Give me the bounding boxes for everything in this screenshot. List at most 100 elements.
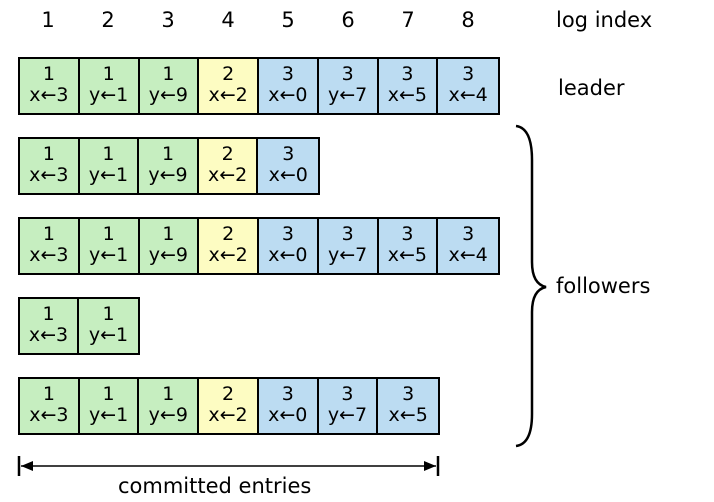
- log-index-1: 1: [41, 8, 55, 32]
- entry-term: 3: [341, 383, 354, 405]
- entry-command: y←7: [327, 244, 368, 266]
- entry-command: x←0: [268, 84, 308, 106]
- entry-command: y←1: [88, 404, 129, 426]
- log-index-5: 5: [281, 8, 295, 32]
- committed-right-arrowhead: [424, 461, 436, 471]
- entry-command: x←3: [29, 164, 69, 186]
- entry-term: 1: [102, 143, 115, 165]
- entry-term: 3: [281, 63, 294, 85]
- entry-term: 3: [402, 383, 415, 405]
- entry-command: x←2: [208, 404, 248, 426]
- entry-term: 1: [42, 303, 55, 325]
- followers-brace: [515, 124, 547, 448]
- log-index-4: 4: [221, 8, 235, 32]
- entry-term: 3: [281, 223, 294, 245]
- entry-command: x←4: [448, 244, 488, 266]
- entry-term: 3: [401, 63, 414, 85]
- log-index-3: 3: [161, 8, 175, 32]
- entry-term: 1: [42, 223, 55, 245]
- entry-term: 3: [341, 223, 354, 245]
- entry-command: x←3: [29, 244, 69, 266]
- followers-label: followers: [556, 274, 651, 298]
- entry-term: 2: [221, 143, 234, 165]
- entry-term: 2: [222, 223, 235, 245]
- entry-term: 3: [282, 143, 295, 165]
- entry-command: x←0: [268, 244, 308, 266]
- entry-command: x←5: [387, 84, 427, 106]
- entry-command: y←9: [148, 404, 188, 426]
- entry-term: 1: [102, 223, 115, 245]
- entry-command: x←0: [268, 404, 308, 426]
- entry-command: y←1: [88, 84, 129, 106]
- entry-term: 3: [341, 63, 354, 85]
- entry-command: x←5: [388, 404, 428, 426]
- entry-term: 3: [462, 63, 475, 85]
- entry-command: y←7: [327, 84, 368, 106]
- entry-command: y←1: [88, 244, 129, 266]
- entry-command: y←9: [148, 244, 188, 266]
- entry-command: x←0: [268, 164, 308, 186]
- leader-label: leader: [558, 76, 625, 100]
- entry-command: y←1: [88, 164, 129, 186]
- entry-term: 1: [102, 383, 115, 405]
- entry-command: x←3: [28, 324, 69, 346]
- entry-term: 1: [162, 383, 175, 405]
- entry-command: x←2: [208, 164, 248, 186]
- entry-term: 2: [221, 383, 235, 405]
- entry-command: x←3: [29, 404, 69, 426]
- entry-command: x←4: [448, 84, 488, 106]
- log-index-8: 8: [461, 8, 475, 32]
- log-index-2: 2: [101, 8, 115, 32]
- entry-term: 2: [222, 63, 235, 85]
- entry-command: x←2: [208, 244, 248, 266]
- entry-command: x←5: [387, 244, 427, 266]
- entry-term: 1: [162, 223, 175, 245]
- log-index-6: 6: [341, 8, 355, 32]
- committed-entries-label: committed entries: [118, 474, 312, 498]
- entry-term: 1: [42, 383, 55, 405]
- entry-term: 1: [42, 63, 55, 85]
- entry-command: y←9: [148, 84, 188, 106]
- log-index-label: log index: [556, 8, 653, 32]
- entry-term: 1: [42, 143, 55, 165]
- entry-command: x←2: [208, 84, 248, 106]
- entry-term: 1: [162, 63, 175, 85]
- entry-term: 3: [401, 223, 414, 245]
- entry-command: y←7: [327, 404, 368, 426]
